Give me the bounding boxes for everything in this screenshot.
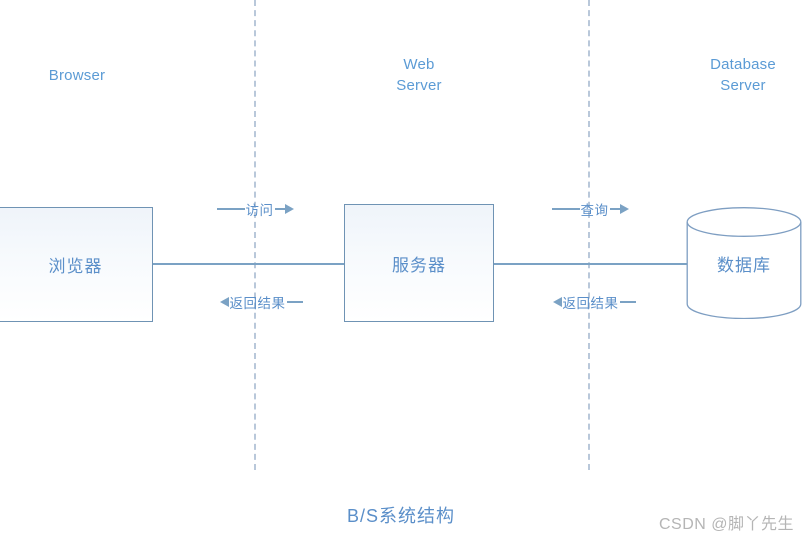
node-browser[interactable]: 浏览器 bbox=[0, 207, 153, 322]
message-return-browser-line bbox=[286, 301, 303, 303]
message-access-line bbox=[216, 208, 245, 210]
arrow-left-icon bbox=[219, 297, 229, 307]
message-return-server-label: 返回结果 bbox=[562, 296, 619, 311]
message-return-server: 返回结果 bbox=[538, 292, 650, 312]
arrow-right-icon bbox=[619, 204, 629, 214]
lane-title-web-server: Web Server bbox=[396, 56, 442, 94]
message-return-browser-label: 返回结果 bbox=[229, 296, 286, 311]
node-server-label: 服务器 bbox=[392, 255, 446, 275]
message-return-server-line bbox=[619, 301, 636, 303]
arrow-left-icon bbox=[552, 297, 562, 307]
node-browser-label: 浏览器 bbox=[48, 257, 103, 276]
watermark: CSDN @脚丫先生 bbox=[658, 516, 794, 533]
connector-server-to-database bbox=[493, 263, 687, 265]
message-access: 访问 bbox=[205, 199, 305, 219]
node-database-label: 数据库 bbox=[717, 255, 771, 275]
lane-title-database-server: Database Server bbox=[710, 56, 776, 94]
connector-browser-to-server bbox=[151, 263, 345, 265]
diagram-title: B/S系统结构 bbox=[346, 506, 455, 526]
lane-title-browser: Browser bbox=[48, 67, 106, 84]
lane-divider-web-database bbox=[588, 0, 590, 470]
message-access-label: 访问 bbox=[245, 203, 274, 218]
database-cylinder-icon bbox=[686, 207, 802, 319]
message-query: 查询 bbox=[540, 199, 640, 219]
arrow-right-icon bbox=[284, 204, 294, 214]
message-return-browser: 返回结果 bbox=[205, 292, 317, 312]
lane-divider-browser-web bbox=[254, 0, 256, 470]
node-server[interactable]: 服务器 bbox=[344, 204, 494, 322]
node-database[interactable]: 数据库 bbox=[686, 207, 802, 319]
message-query-line bbox=[551, 208, 580, 210]
message-access-line-tail bbox=[274, 208, 285, 210]
message-query-label: 查询 bbox=[580, 203, 609, 218]
message-query-line-tail bbox=[609, 208, 620, 210]
